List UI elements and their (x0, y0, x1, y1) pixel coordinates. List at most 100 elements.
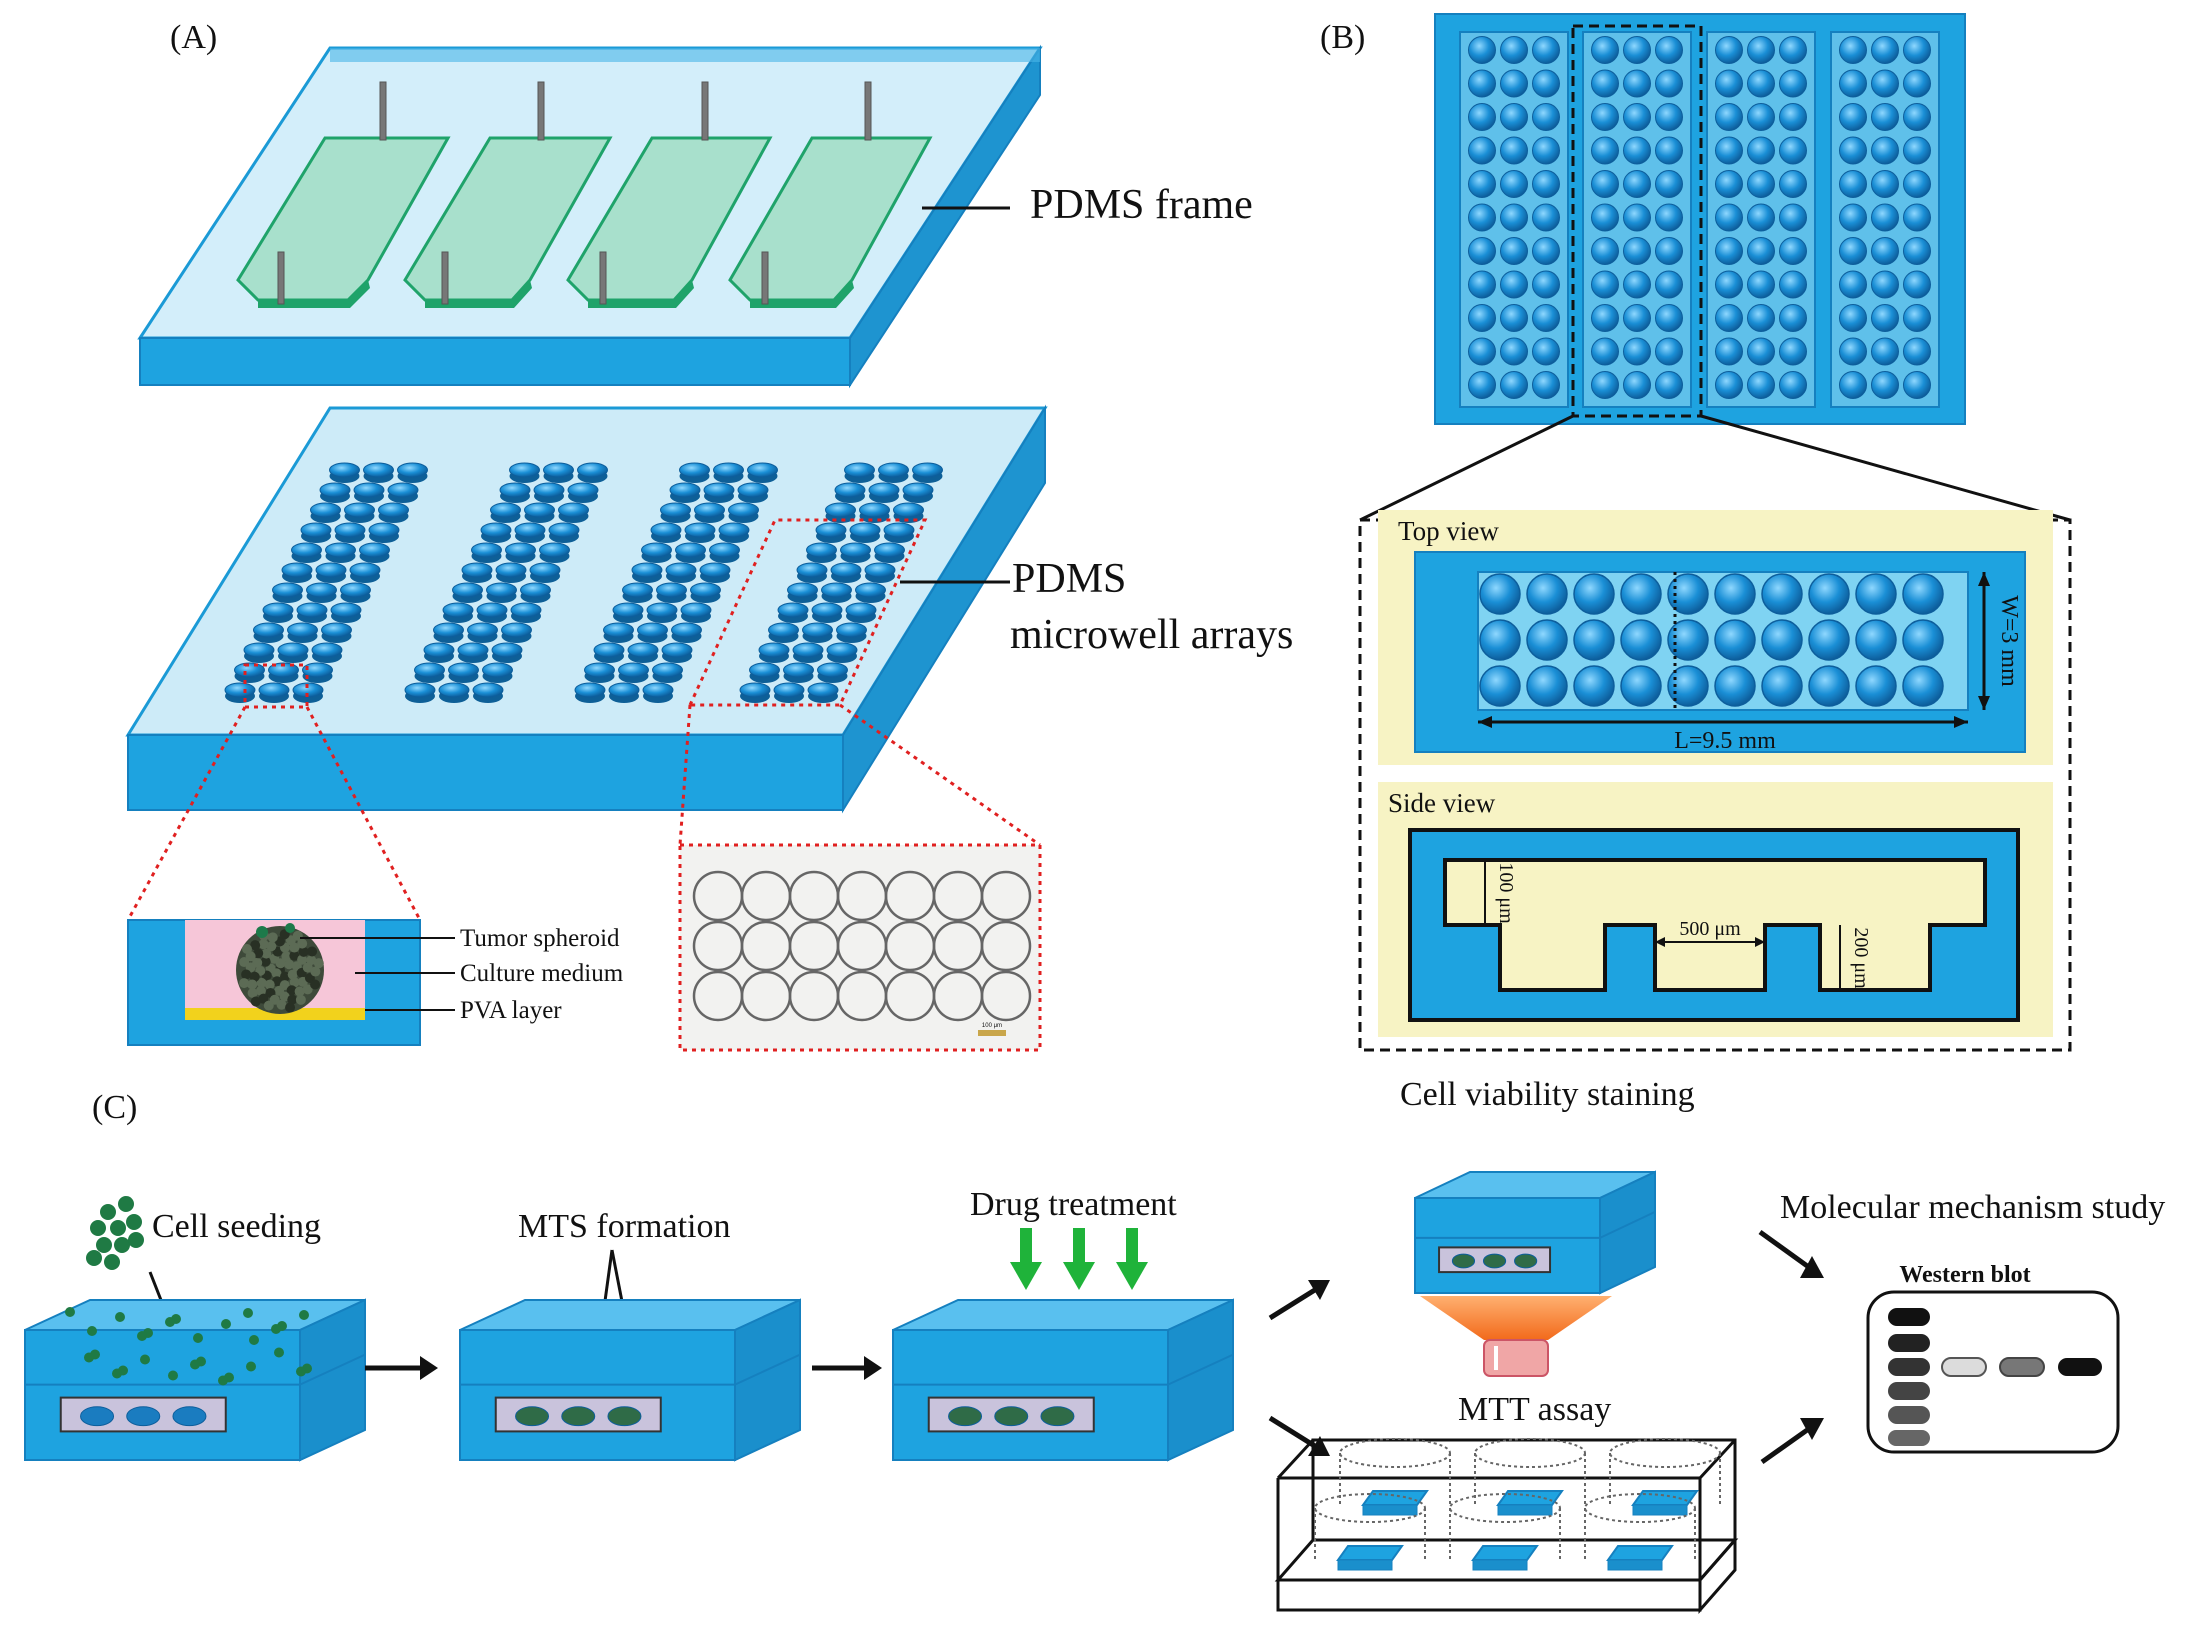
chip-well (1468, 103, 1496, 131)
micrograph-well (980, 970, 1032, 1022)
chip-well (1500, 69, 1528, 98)
chip-well (1655, 304, 1683, 332)
step-cell-viability: Cell viability staining (1400, 1076, 1695, 1377)
chip-well (1715, 36, 1743, 64)
top-view-well (1761, 619, 1803, 661)
chip-well (1591, 136, 1619, 165)
chip-well (1779, 203, 1807, 232)
chip-well (1871, 203, 1899, 232)
chip-well (1779, 170, 1807, 198)
step-label-molecular-study: Molecular mechanism study (1780, 1189, 2165, 1226)
chip-well (1500, 304, 1528, 332)
chip-well (1715, 103, 1743, 131)
chip-well (1779, 136, 1807, 165)
top-view-well (1573, 619, 1615, 661)
mtt-chip (1361, 1490, 1429, 1506)
chip-well (1747, 203, 1775, 232)
top-view-well (1526, 619, 1568, 661)
chip-well (1500, 270, 1528, 299)
panel-a-label: (A) (170, 19, 217, 56)
top-view-well (1573, 665, 1615, 707)
step-label-mts-formation: MTS formation (518, 1208, 730, 1245)
top-view-well (1808, 573, 1850, 615)
chip-selection (1571, 24, 1703, 418)
top-view-well (1620, 573, 1662, 615)
step-label-drug-treatment: Drug treatment (970, 1186, 1177, 1223)
chip-well (1468, 371, 1496, 399)
chip-top-view (1434, 13, 1966, 425)
chip-well (1871, 103, 1899, 131)
chip-well (1715, 304, 1743, 332)
chip-well (1532, 36, 1560, 64)
chip-well (1655, 371, 1683, 399)
chip-well (1532, 337, 1560, 366)
chip-well (1903, 304, 1931, 332)
zoom-lines (126, 703, 1041, 921)
chip-well (1623, 69, 1651, 98)
chip-well (1871, 136, 1899, 165)
top-view-well (1761, 573, 1803, 615)
panel-b: (B) Top view L=9.5 mm (1320, 13, 2072, 1052)
top-view-well (1573, 573, 1615, 615)
chip-well (1532, 203, 1560, 232)
step-mtt-assay: MTT assay (1274, 1391, 1739, 1614)
top-view-well (1667, 573, 1709, 615)
label-culture-medium: Culture medium (460, 960, 624, 987)
seed-cell (114, 1237, 130, 1253)
chip-well (1747, 170, 1775, 198)
depth-200-label: 200 μm (1850, 927, 1872, 989)
step-molecular-study: Molecular mechanism study Western blot (1780, 1189, 2165, 1454)
chip-well (1903, 203, 1931, 232)
well-cross-section: Tumor spheroid Culture medium PVA layer (127, 919, 624, 1046)
panel-c-label: (C) (92, 1089, 137, 1126)
chip-well (1715, 337, 1743, 366)
chip-well (1468, 136, 1496, 165)
chip-well (1903, 237, 1931, 265)
chip-well (1655, 69, 1683, 98)
chip-well (1532, 170, 1560, 198)
top-view-label: Top view (1398, 516, 1499, 546)
chip-well (1655, 270, 1683, 299)
chip-well (1871, 270, 1899, 299)
chip-well (1655, 36, 1683, 64)
micrograph-well (980, 870, 1032, 922)
chip-well (1591, 371, 1619, 399)
chip-well (1779, 69, 1807, 98)
top-view-well (1855, 665, 1897, 707)
chip-well (1903, 170, 1931, 198)
chip-well (1903, 136, 1931, 165)
cell-seeding-cells (86, 1196, 144, 1270)
chip-well (1747, 69, 1775, 98)
chip-well (1532, 270, 1560, 299)
chip-well (1500, 103, 1528, 131)
chip-well (1747, 237, 1775, 265)
chip-well (1715, 371, 1743, 399)
drug-arrows (1010, 1228, 1148, 1290)
step-cell-seeding: Cell seeding (24, 1196, 366, 1462)
seeded-cells (65, 1307, 312, 1386)
label-tumor-spheroid: Tumor spheroid (460, 925, 620, 952)
frame-pins (277, 81, 872, 305)
chip-well (1747, 36, 1775, 64)
chip-well (1715, 203, 1743, 232)
chip-well (1839, 136, 1867, 165)
chip-well (1623, 270, 1651, 299)
well-highlight (243, 663, 309, 709)
seed-cell (65, 1307, 75, 1317)
top-view-well (1526, 665, 1568, 707)
mtt-plate (1274, 1438, 1739, 1614)
seed-cell (243, 1308, 253, 1318)
chip-well (1591, 304, 1619, 332)
chip-well (1747, 304, 1775, 332)
seed-cell (299, 1310, 309, 1320)
chip-well (1623, 136, 1651, 165)
top-view-panel: Top view L=9.5 mm W=3 mm (1378, 510, 2053, 765)
chip-well (1903, 337, 1931, 366)
chip-well (1871, 36, 1899, 64)
top-view-well (1761, 665, 1803, 707)
chip-well (1500, 170, 1528, 198)
top-view-well (1526, 573, 1568, 615)
chip-well (1747, 103, 1775, 131)
chip-well (1871, 237, 1899, 265)
seed-cell (246, 1361, 256, 1372)
